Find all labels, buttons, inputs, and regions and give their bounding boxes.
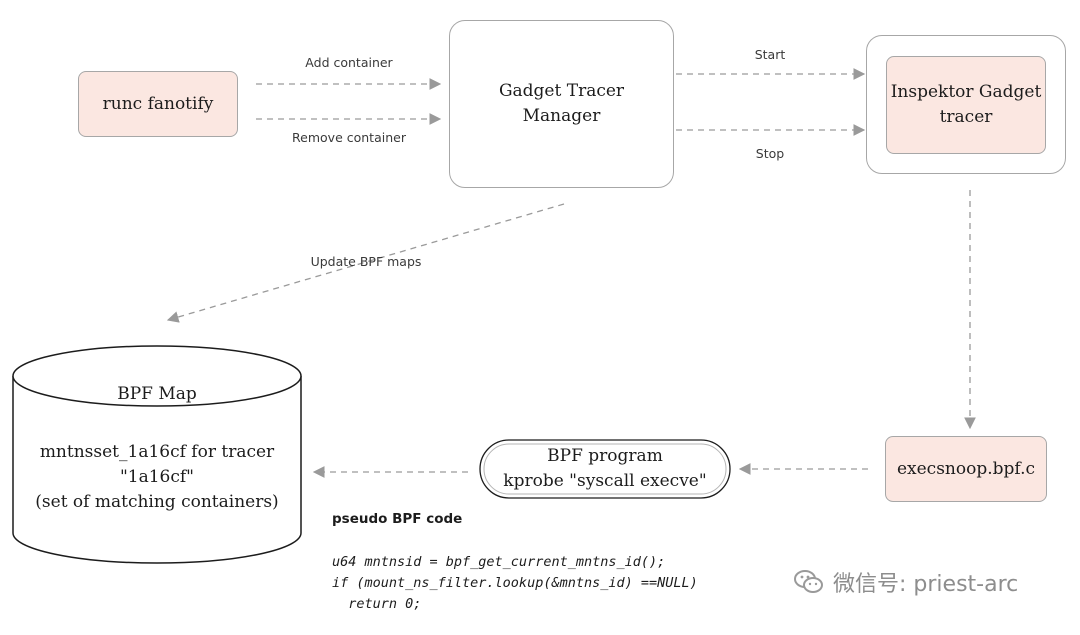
tracer-label-line-1: Inspektor Gadget (890, 81, 1042, 102)
stop-label: Stop (755, 146, 785, 161)
inspektor-gadget-tracer-node: Inspektor Gadget tracer (886, 55, 1046, 154)
bpf-program-label-line-1: BPF program (547, 446, 663, 466)
execsnoop-label: execsnoop.bpf.c (896, 458, 1036, 479)
bpf-map-title: BPF Map (13, 380, 301, 408)
watermark: 微信号: priest-arc (793, 566, 1018, 598)
update-bpf-maps-label: Update BPF maps (310, 254, 422, 269)
bpf-map-body-line-1: mntnsset_1a16cf for tracer "1a16cf" (39, 441, 275, 487)
pseudo-code-line-3: return 0; (332, 596, 422, 612)
wechat-icon (794, 570, 823, 593)
manager-label-line-1: Gadget Tracer (498, 81, 625, 101)
inspektor-gadget-outer-node: Inspektor Gadget tracer (866, 35, 1066, 174)
pseudo-code-line-2: if (mount_ns_filter.lookup(&mntns_id) ==… (332, 575, 698, 591)
bpf-program-node: BPF program kprobe "syscall execve" (480, 440, 730, 498)
tracer-label-line-2: tracer (939, 106, 993, 127)
bpf-map-body-line-2: (set of matching containers) (35, 491, 279, 512)
bpf-program-node-shape (479, 439, 731, 499)
bpf-map-body: mntnsset_1a16cf for tracer "1a16cf" (set… (13, 442, 301, 512)
runc-fanotify-label: runc fanotify (102, 93, 214, 114)
start-label: Start (754, 47, 786, 62)
runc-fanotify-node: runc fanotify (78, 71, 238, 137)
add-container-label: Add container (305, 55, 393, 70)
watermark-text: 微信号: priest-arc (833, 572, 1019, 597)
remove-container-label: Remove container (292, 130, 406, 145)
execsnoop-node: execsnoop.bpf.c (885, 436, 1047, 502)
pseudo-code-line-1: u64 mntnsid = bpf_get_current_mntns_id()… (332, 554, 666, 570)
manager-label-line-2: Manager (522, 106, 601, 126)
bpf-program-label-line-2: kprobe "syscall execve" (503, 471, 707, 491)
pseudo-code-title: pseudo BPF code (332, 511, 463, 527)
edge-update-bpf-maps (166, 203, 565, 323)
bpf-map-cylinder (12, 345, 302, 564)
gadget-tracer-manager-node: Gadget Tracer Manager (449, 20, 674, 188)
bpf-map-title-label: BPF Map (117, 383, 197, 404)
